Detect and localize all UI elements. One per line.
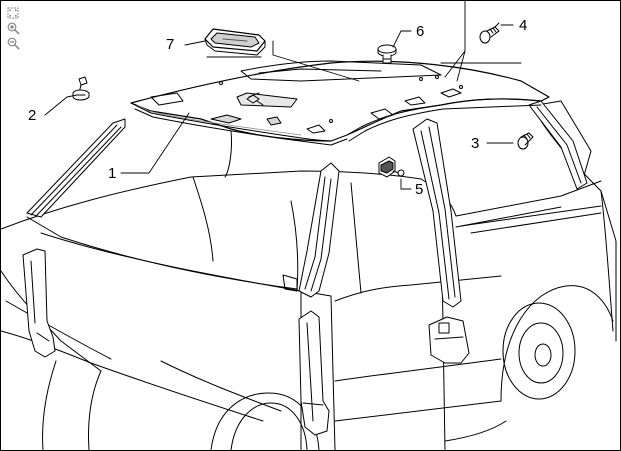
fit-page-icon[interactable]: [5, 6, 21, 20]
callout-3: 3: [471, 135, 479, 152]
d-pillar-trim: [528, 100, 588, 190]
a-pillar-trim-lower: [22, 248, 56, 358]
callout-6: 6: [416, 23, 424, 40]
a-pillar-trim-upper: [26, 118, 126, 218]
callout-4: 4: [519, 17, 527, 34]
c-pillar-trim: [412, 118, 462, 308]
part-4-screw: [479, 22, 500, 44]
part-3-screw: [517, 132, 534, 150]
part-6-roof-clip: [377, 44, 397, 64]
callout-2: 2: [28, 107, 36, 124]
callout-5: 5: [415, 181, 423, 198]
part-5-square-clip: [378, 156, 405, 178]
c-pillar-lower-trim: [428, 316, 470, 364]
part-2-fastener: [72, 76, 90, 101]
b-pillar-trim: [298, 162, 340, 298]
callout-1: 1: [108, 165, 116, 182]
zoom-toolbar: [5, 6, 23, 50]
headliner-panel: [130, 60, 550, 146]
b-pillar-lower-trim: [298, 310, 330, 436]
zoom-in-icon[interactable]: [5, 21, 21, 35]
callout-labels: 1 2 3 4 5 6 7: [28, 17, 527, 198]
zoom-out-icon[interactable]: [5, 36, 21, 50]
part-7-lamp-housing: [204, 28, 266, 56]
leader-lines: [44, 1, 522, 190]
callout-7: 7: [166, 36, 174, 53]
